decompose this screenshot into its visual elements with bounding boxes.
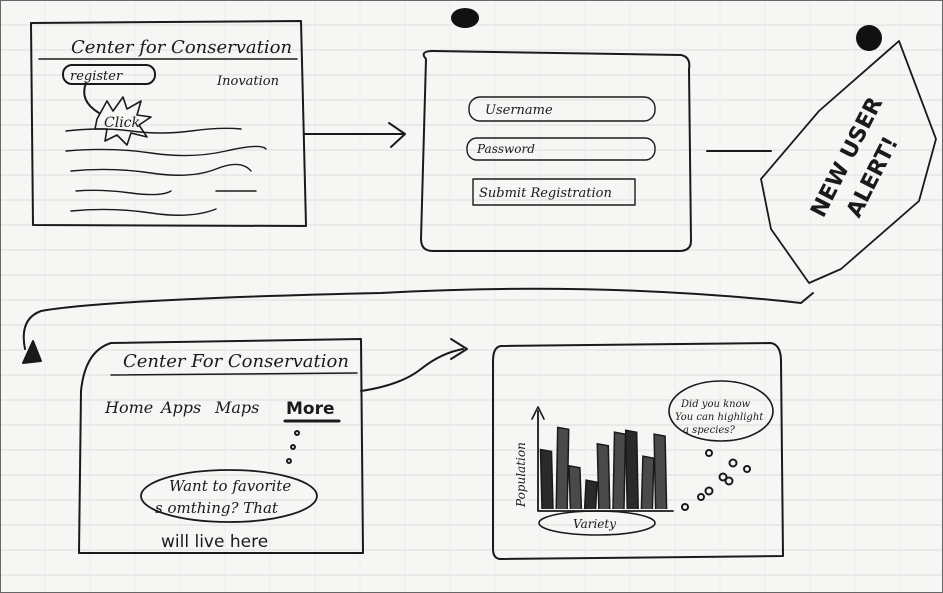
submit-button[interactable]: Submit Registration — [479, 186, 612, 201]
flow-arrow-head — [22, 340, 42, 364]
xlabel-oval — [538, 510, 656, 536]
chart-bar — [624, 429, 639, 510]
flow-arrow-head — [388, 122, 406, 148]
dot — [718, 472, 728, 482]
submit-button-outline — [472, 178, 636, 206]
click-arrow — [83, 82, 100, 114]
tip-line2: You can highlight — [675, 412, 764, 423]
frame1-subtitle: Inovation — [216, 74, 279, 89]
favorite-bubble — [140, 469, 318, 523]
chart-ylabel: Population — [514, 442, 528, 508]
nav-more[interactable]: More — [286, 399, 335, 419]
dot — [294, 430, 300, 436]
chart-xlabel: Variety — [573, 517, 616, 531]
frame3-title: Center For Conservation — [123, 351, 349, 372]
text-squiggle — [75, 189, 172, 196]
flow-arrow — [360, 348, 464, 392]
frame-landing — [30, 20, 307, 227]
frame1-title: Center for Conservation — [71, 37, 292, 58]
text-squiggle — [70, 163, 252, 176]
alert-tag-outline — [760, 40, 937, 284]
chart-bar — [583, 479, 598, 510]
frame-registration — [420, 50, 692, 252]
chart-bars — [539, 426, 668, 510]
frame-home-border — [78, 338, 364, 554]
chart-bar — [568, 464, 583, 510]
chart-bar — [640, 455, 655, 510]
chart-axis-arrow — [531, 406, 545, 420]
password-field[interactable]: Password — [476, 142, 535, 156]
favorite-line3: will live here — [161, 532, 268, 552]
favorite-line2: s omthing? That — [155, 499, 279, 517]
register-link-outline — [62, 64, 156, 85]
chart-axes — [537, 410, 674, 512]
text-squiggle — [70, 208, 217, 216]
username-field-outline — [468, 96, 656, 122]
frame-chart-border — [492, 342, 784, 560]
frame-registration-border — [420, 50, 692, 252]
frame-chart — [492, 342, 784, 560]
dot — [290, 444, 296, 450]
dot — [697, 493, 705, 501]
dot — [704, 486, 714, 496]
password-field-outline — [466, 137, 656, 161]
title-underline — [110, 372, 358, 376]
pin-icon — [856, 25, 882, 51]
dot — [286, 458, 292, 464]
chart-bar — [539, 448, 554, 510]
click-label: Click — [104, 115, 140, 131]
dot — [743, 465, 751, 473]
username-field[interactable]: Username — [485, 103, 553, 118]
tip-bubble — [668, 380, 774, 442]
flow-arrow-head — [450, 338, 468, 360]
click-burst — [94, 96, 152, 146]
favorite-line1: Want to favorite — [169, 477, 291, 495]
nav-apps[interactable]: Apps — [159, 398, 201, 417]
flow-curve-arrow — [22, 287, 814, 350]
nav-home[interactable]: Home — [104, 398, 153, 417]
dot — [724, 476, 734, 486]
register-link[interactable]: register — [70, 69, 123, 84]
chart-bar — [596, 442, 611, 510]
dot — [728, 458, 738, 468]
nav-maps[interactable]: Maps — [214, 398, 259, 417]
chart-bar — [612, 431, 627, 510]
text-squiggle — [65, 145, 267, 157]
chart-bar — [653, 433, 668, 510]
chart-bar — [555, 426, 570, 510]
dot — [705, 449, 713, 457]
dot — [681, 503, 689, 511]
tip-line3: a species? — [683, 425, 735, 436]
frame-home — [78, 338, 364, 554]
pin-icon — [451, 8, 479, 28]
text-squiggle — [65, 127, 242, 134]
tip-line1: Did you know — [680, 399, 751, 410]
frame-landing-border — [30, 20, 307, 227]
